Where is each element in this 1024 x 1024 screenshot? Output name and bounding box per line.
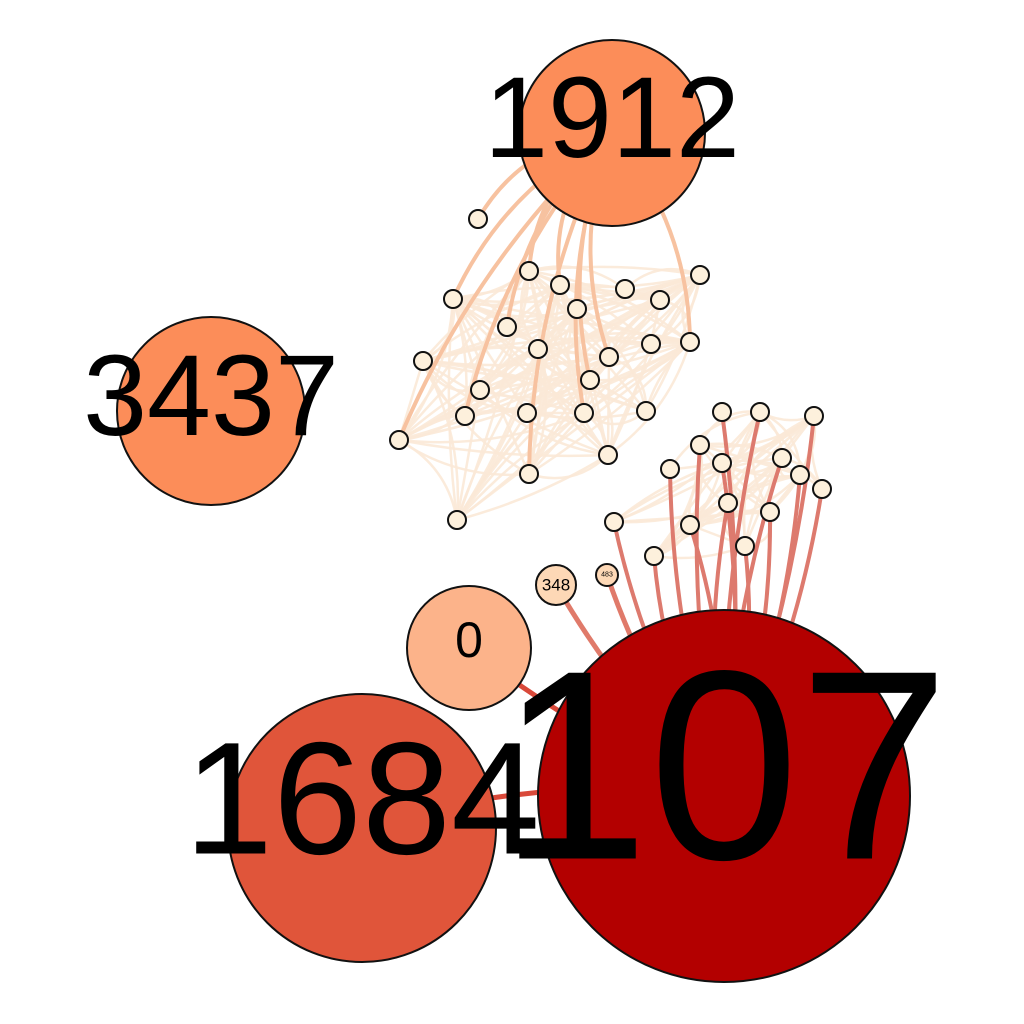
cluster-node[interactable] (690, 265, 710, 285)
cluster-node[interactable] (812, 479, 832, 499)
cluster-edge (652, 456, 784, 558)
cluster-edge (397, 438, 459, 522)
cluster-node[interactable] (615, 279, 635, 299)
hub-label-348: 348 (542, 576, 570, 595)
cluster-edge (558, 282, 662, 302)
cluster-edge (688, 414, 816, 527)
cluster-node[interactable] (690, 435, 710, 455)
cluster-edge (527, 340, 692, 476)
cluster-node[interactable] (712, 402, 732, 422)
hub-node-1912[interactable]: 1912 (484, 39, 740, 227)
cluster-node[interactable] (550, 275, 570, 295)
cluster-edge (421, 359, 610, 457)
cluster-edge (421, 298, 662, 363)
cluster-node[interactable] (470, 380, 490, 400)
cluster-node[interactable] (750, 402, 770, 422)
cluster-edge (455, 453, 610, 522)
cluster-edge (606, 298, 662, 457)
cluster-node[interactable] (519, 261, 539, 281)
cluster-node[interactable] (447, 510, 467, 530)
hub-node-107[interactable]: 107 (499, 609, 949, 983)
cluster-edge (397, 298, 662, 442)
cluster-edge (588, 340, 692, 382)
cluster-node[interactable] (760, 502, 780, 522)
cluster-edge (688, 473, 802, 527)
hub-node-0[interactable]: 0 (406, 585, 532, 711)
cluster-node[interactable] (567, 299, 587, 319)
hub-node-348[interactable]: 348 (535, 564, 577, 606)
cluster-edge (698, 414, 816, 448)
cluster-node[interactable] (468, 209, 488, 229)
cluster-edge (455, 411, 586, 522)
cluster-edge (397, 347, 540, 442)
cluster-node[interactable] (680, 332, 700, 352)
cluster-edge (536, 332, 692, 351)
cluster-edge (527, 265, 702, 277)
hub-label-1912: 1912 (484, 54, 740, 182)
hub-node-3437[interactable]: 3437 (83, 316, 339, 506)
cluster-node[interactable] (718, 493, 738, 513)
cluster-node[interactable] (574, 403, 594, 423)
cluster-node[interactable] (772, 448, 792, 468)
cluster-edge (455, 388, 482, 522)
cluster-edge (612, 456, 784, 524)
hub-label-483: 483 (601, 572, 613, 579)
cluster-edge (421, 283, 562, 363)
hub-label-1684: 1684 (184, 709, 540, 888)
cluster-node[interactable] (580, 370, 600, 390)
cluster-node[interactable] (528, 339, 548, 359)
cluster-edge (397, 388, 482, 442)
cluster-node[interactable] (712, 453, 732, 473)
cluster-node[interactable] (735, 536, 755, 556)
cluster-node[interactable] (519, 464, 539, 484)
cluster-node[interactable] (804, 406, 824, 426)
cluster-node[interactable] (389, 430, 409, 450)
cluster-edge (397, 438, 610, 458)
cluster-node[interactable] (598, 445, 618, 465)
small-nodes (389, 209, 832, 566)
cluster-node[interactable] (497, 317, 517, 337)
cluster-edge (455, 298, 662, 522)
cluster-node[interactable] (650, 290, 670, 310)
cluster-edge (421, 359, 460, 522)
cluster-node[interactable] (455, 406, 475, 426)
cluster-node[interactable] (517, 403, 537, 423)
hub-label-107: 107 (499, 616, 949, 917)
cluster-edge (478, 388, 610, 457)
cluster-node[interactable] (660, 459, 680, 479)
cluster-edge (397, 283, 562, 442)
cluster-node[interactable] (641, 334, 661, 354)
cluster-edge (455, 378, 592, 522)
cluster-edge (478, 283, 562, 392)
cluster-node[interactable] (636, 401, 656, 421)
cluster-node[interactable] (790, 465, 810, 485)
hub-label-3437: 3437 (83, 332, 339, 460)
hub-node-483[interactable]: 483 (595, 563, 619, 587)
cluster-edge (451, 283, 562, 307)
cluster-node[interactable] (604, 512, 624, 532)
hub-node-1684[interactable]: 1684 (184, 693, 540, 963)
cluster-node[interactable] (413, 351, 433, 371)
cluster-node[interactable] (599, 347, 619, 367)
cluster-node[interactable] (443, 289, 463, 309)
cluster-node[interactable] (644, 546, 664, 566)
cluster-edge (606, 340, 692, 457)
cluster-node[interactable] (680, 515, 700, 535)
cluster-edge (397, 411, 586, 444)
hub-label-0: 0 (455, 612, 483, 668)
